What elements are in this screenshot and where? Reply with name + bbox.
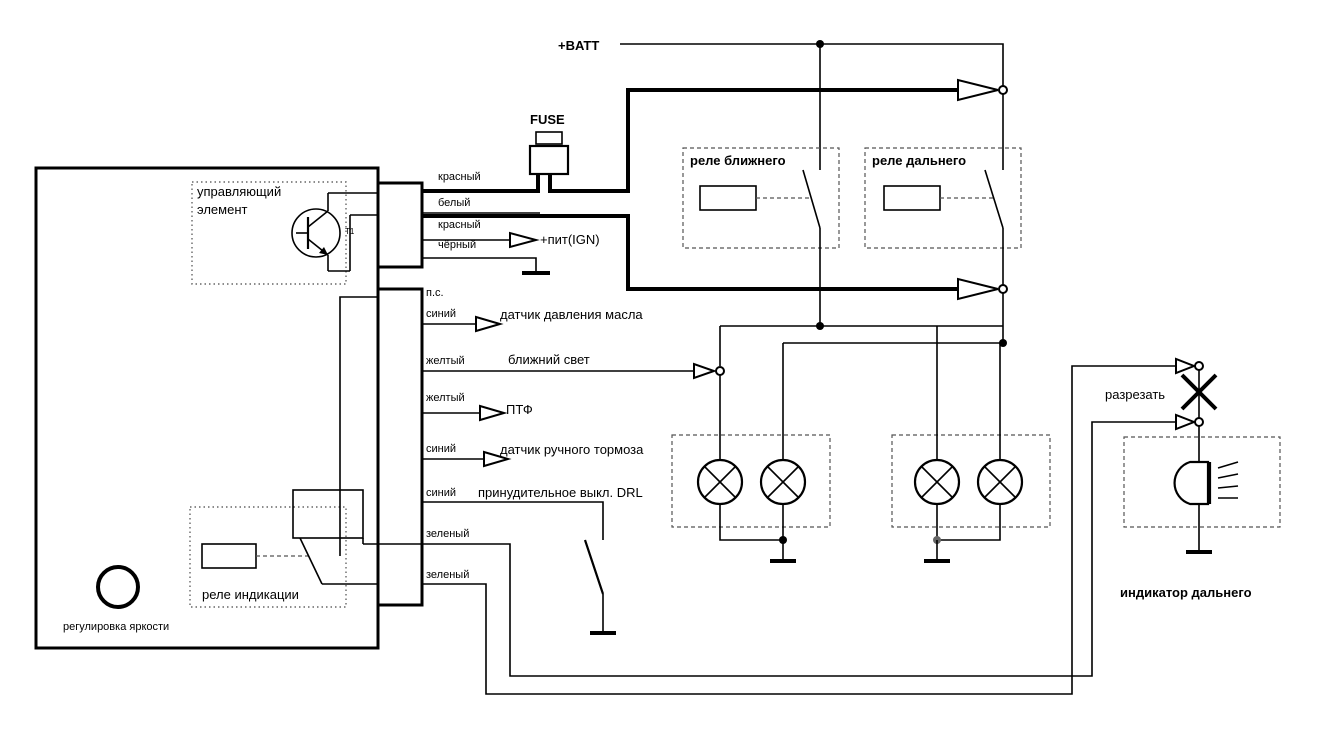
connector-top <box>376 181 424 269</box>
indication-relay-coil <box>201 543 257 569</box>
signal-fog: ПТФ <box>506 402 533 417</box>
batt-label: +BATT <box>558 38 599 53</box>
wire-label-green2: зеленый <box>426 569 469 581</box>
lamp-icon <box>913 458 961 506</box>
wire-label-red2: красный <box>438 219 481 231</box>
indication-relay-contact-box <box>292 489 364 539</box>
wire-green1 <box>422 421 1188 677</box>
relay-high-switch <box>984 169 1004 229</box>
wire-label-black: чёрный <box>438 239 476 251</box>
signal-low-beam: ближний свет <box>508 352 590 367</box>
indication-relay-switch <box>299 537 323 585</box>
wire-label-ps: п.с. <box>426 287 444 299</box>
cut-label: разрезать <box>1105 387 1165 402</box>
relay-low-box <box>682 147 840 249</box>
transistor-label: T1 <box>345 227 355 236</box>
arrow-high-relay-in <box>957 78 999 102</box>
headlight-icon <box>1173 460 1239 506</box>
wire-label-green1: зеленый <box>426 528 469 540</box>
lamp-icon <box>759 458 807 506</box>
lamp-icon <box>976 458 1024 506</box>
wire-fuse-out <box>548 88 958 193</box>
fuse-label: FUSE <box>530 112 565 127</box>
wire-label-blue2: синий <box>426 443 456 455</box>
arrow-low-relay-in <box>957 277 999 301</box>
connector-bottom <box>376 287 424 607</box>
indicator-box <box>1123 436 1281 528</box>
signal-handbrake: датчик ручного тормоза <box>500 442 644 457</box>
control-element-label-1: управляющий <box>197 184 281 199</box>
ign-label: +пит(IGN) <box>540 232 600 247</box>
wire-batt <box>620 43 1004 86</box>
wire-black <box>422 257 537 271</box>
lamp-icon <box>696 458 744 506</box>
lamp-group-left <box>671 434 831 528</box>
wire-label-white: белый <box>438 197 470 209</box>
signal-oil: датчик давления масла <box>500 307 643 322</box>
lamp-group-right <box>891 434 1051 528</box>
arrow-ign <box>509 231 540 249</box>
indication-relay-label: реле индикации <box>202 587 299 602</box>
fuse-icon <box>528 131 570 180</box>
wire-label-yellow2: желтый <box>426 392 465 404</box>
relay-low-label: реле ближнего <box>690 153 786 168</box>
control-element-region <box>191 181 347 285</box>
control-module-box <box>34 166 380 650</box>
wire-label-red1: красный <box>438 171 481 183</box>
relay-high-box <box>864 147 1022 249</box>
indicator-label: индикатор дальнего <box>1120 585 1252 600</box>
relay-low-switch <box>802 169 821 229</box>
transistor-symbol <box>291 192 378 272</box>
relay-high-label: реле дальнего <box>872 153 966 168</box>
wire-green2 <box>422 365 1188 695</box>
wire-drl-off <box>422 501 604 540</box>
ps-internal-wire <box>339 296 378 556</box>
control-element-label-2: элемент <box>197 202 248 217</box>
brightness-label: регулировка яркости <box>63 621 169 633</box>
wire-label-blue3: синий <box>426 487 456 499</box>
signal-drl-off: принудительное выкл. DRL <box>478 485 643 500</box>
relay-low-coil <box>699 185 757 211</box>
indication-relay-region <box>189 506 347 608</box>
relay-high-coil <box>883 185 941 211</box>
wire-label-blue1: синий <box>426 308 456 320</box>
cut-mark-icon <box>1180 373 1218 411</box>
wire-red2 <box>422 214 958 291</box>
wire-label-yellow1: желтый <box>426 355 465 367</box>
brightness-knob-icon[interactable] <box>96 565 140 609</box>
drl-switch[interactable] <box>583 539 605 595</box>
